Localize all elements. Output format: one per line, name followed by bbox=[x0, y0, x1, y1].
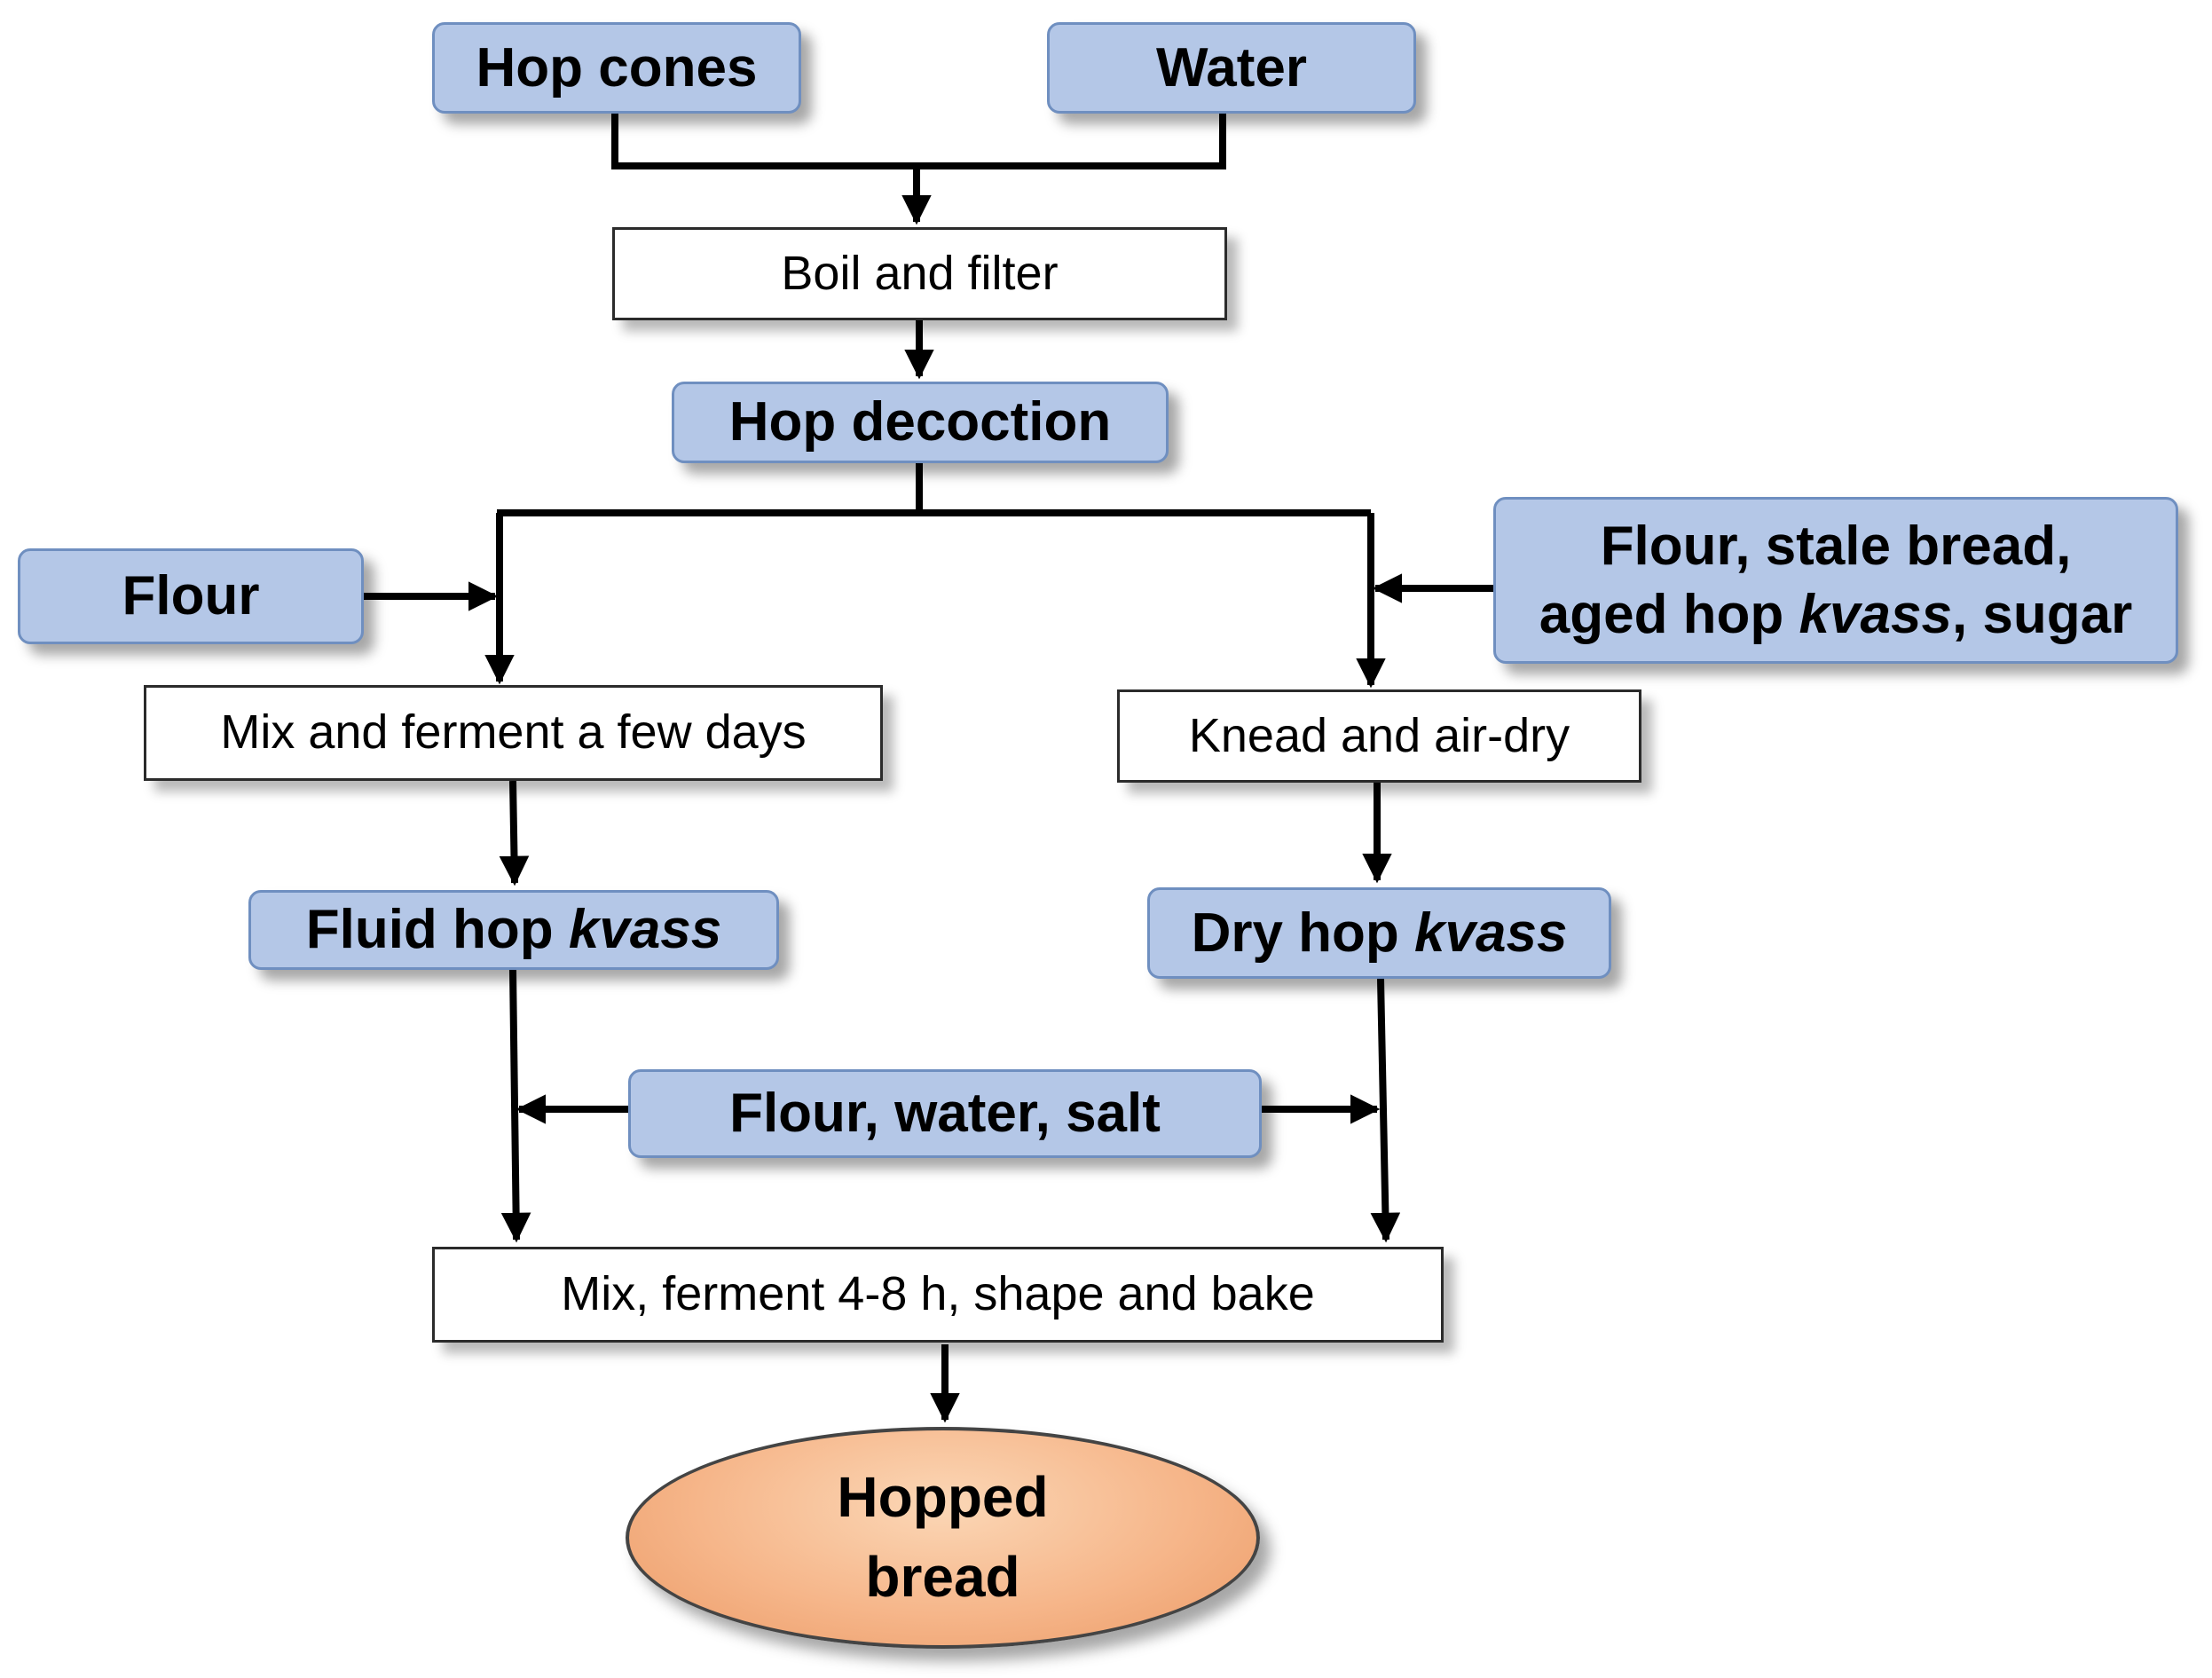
fluid-kvass-label: Fluid hop kvass bbox=[305, 899, 722, 961]
flour-label: Flour bbox=[122, 565, 260, 627]
arrow-to-fluid-kvass bbox=[499, 780, 530, 886]
flour-water-salt-label: Flour, water, salt bbox=[729, 1083, 1161, 1145]
flour-node: Flour bbox=[18, 548, 364, 644]
dry-kvass-label: Dry hop kvass bbox=[1191, 902, 1568, 964]
flour-water-salt-node: Flour, water, salt bbox=[628, 1069, 1262, 1158]
fluid-kvass-node: Fluid hop kvass bbox=[248, 890, 779, 970]
mix-ferment-node: Mix and ferment a few days bbox=[144, 685, 883, 781]
hop-decoction-label: Hop decoction bbox=[728, 391, 1112, 453]
knead-air-dry-label: Knead and air-dry bbox=[1188, 708, 1570, 762]
hopped-bread-node: Hopped bread bbox=[626, 1427, 1260, 1649]
hopped-bread-line1: Hopped bbox=[837, 1465, 1049, 1530]
connector-hop-cones bbox=[611, 114, 917, 169]
water-label: Water bbox=[1156, 36, 1307, 98]
connector-decoction-split bbox=[497, 463, 1371, 516]
water-node: Water bbox=[1047, 22, 1416, 114]
right-input-line1: Flour, stale bread, bbox=[1600, 515, 2072, 577]
arrow-dry-to-mix bbox=[1370, 978, 1401, 1243]
knead-air-dry-node: Knead and air-dry bbox=[1117, 689, 1641, 783]
arrow-fluid-to-mix bbox=[500, 969, 531, 1243]
kvass-term: kvass bbox=[1414, 902, 1568, 964]
dry-kvass-node: Dry hop kvass bbox=[1147, 887, 1611, 979]
hop-cones-node: Hop cones bbox=[432, 22, 801, 114]
mix-bake-label: Mix, ferment 4-8 h, shape and bake bbox=[561, 1267, 1315, 1321]
hop-decoction-node: Hop decoction bbox=[672, 382, 1169, 463]
boil-filter-node: Boil and filter bbox=[612, 227, 1227, 320]
right-input-line2: aged hop kvass, sugar bbox=[1539, 584, 2133, 645]
mix-bake-node: Mix, ferment 4-8 h, shape and bake bbox=[432, 1247, 1444, 1343]
right-input-node: Flour, stale bread, aged hop kvass, suga… bbox=[1493, 497, 2178, 664]
boil-filter-label: Boil and filter bbox=[781, 246, 1059, 300]
kvass-term: kvass bbox=[1799, 584, 1952, 645]
connector-water bbox=[917, 114, 1226, 169]
hop-cones-label: Hop cones bbox=[476, 36, 758, 98]
mix-ferment-label: Mix and ferment a few days bbox=[220, 705, 807, 760]
kvass-term: kvass bbox=[568, 899, 722, 961]
hopped-bread-line2: bread bbox=[865, 1545, 1020, 1609]
